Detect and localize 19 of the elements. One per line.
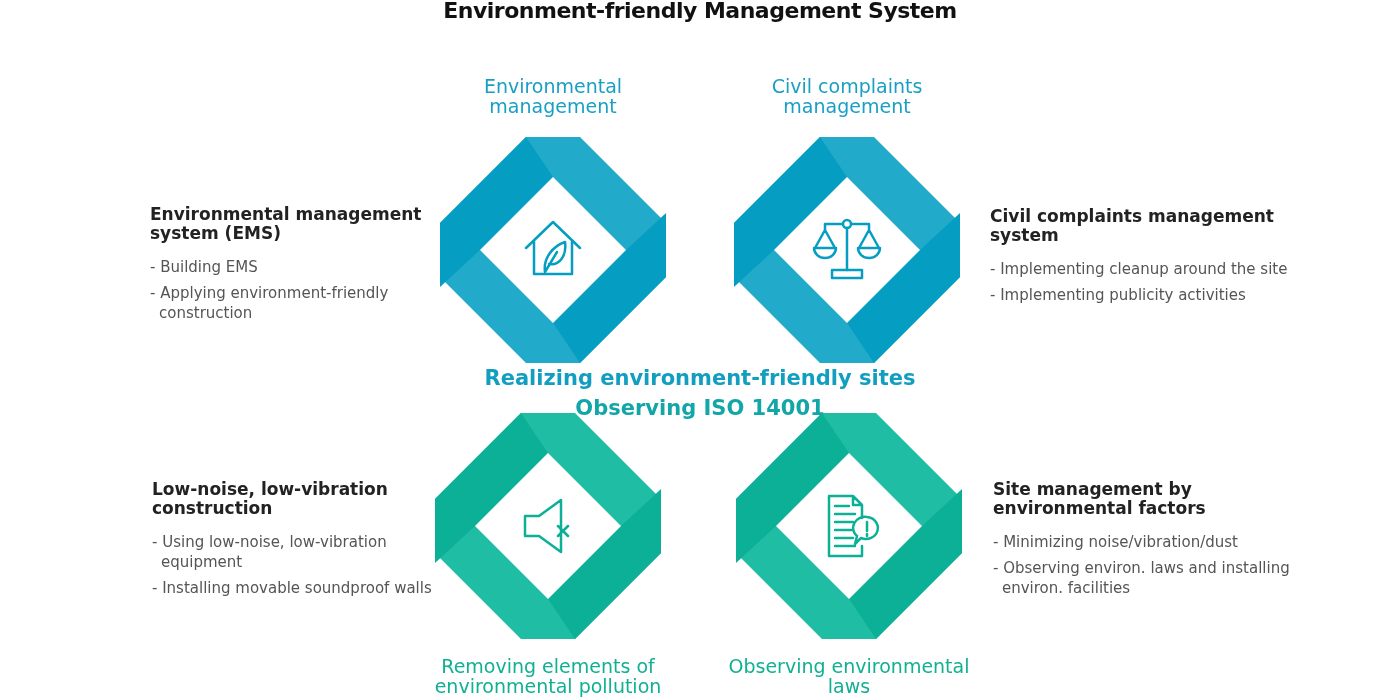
- bullet-item: - Using low-noise, low-vibration equipment: [152, 532, 388, 572]
- octagon-heading: Civil complaints management: [770, 76, 924, 116]
- bullet-item: - Implementing cleanup around the site: [990, 259, 1289, 279]
- bullet-item: - Installing movable soundproof walls: [152, 578, 433, 598]
- section-heading: Civil complaints management system: [990, 207, 1275, 245]
- center-statement: Realizing environment-friendly sites: [483, 366, 917, 390]
- diagram-title: Environment-friendly Management System: [442, 0, 958, 23]
- section-heading: Low-noise, low-vibration construction: [152, 480, 389, 518]
- section-heading: Environmental management system (EMS): [150, 205, 423, 243]
- bullet-item: - Observing environ. laws and installing environ. facilities: [993, 558, 1291, 598]
- section-heading: Site management by environmental factors: [993, 480, 1207, 518]
- center-statement: Observing ISO 14001: [574, 396, 826, 420]
- octagon-heading: Observing environmental laws: [727, 656, 971, 696]
- octagon-heading: Removing elements of environmental pollution: [433, 656, 663, 696]
- bullet-item: - Building EMS: [150, 257, 259, 277]
- octagon-heading: Environmental management: [482, 76, 624, 116]
- bullet-item: - Applying environment-friendly construction: [150, 283, 390, 323]
- bullet-item: - Minimizing noise/vibration/dust: [993, 532, 1239, 552]
- bullet-item: - Implementing publicity activities: [990, 285, 1247, 305]
